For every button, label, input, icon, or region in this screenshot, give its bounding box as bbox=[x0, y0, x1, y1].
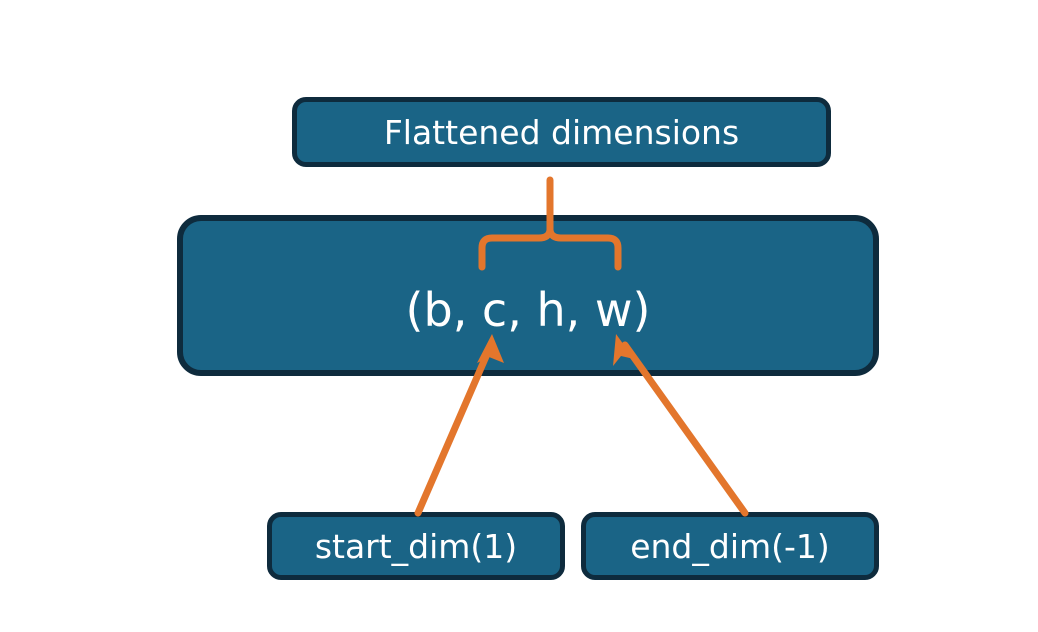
start-dim-label: start_dim(1) bbox=[314, 526, 518, 566]
end-dim-label: end_dim(-1) bbox=[630, 526, 830, 566]
tensor-shape-box[interactable]: (b, c, h, w) bbox=[177, 215, 879, 376]
tensor-shape-label: (b, c, h, w) bbox=[405, 282, 651, 337]
flattened-dimensions-box[interactable]: Flattened dimensions bbox=[292, 97, 831, 167]
flattened-dimensions-label: Flattened dimensions bbox=[383, 112, 740, 152]
start-dim-box[interactable]: start_dim(1) bbox=[267, 512, 565, 580]
end-dim-box[interactable]: end_dim(-1) bbox=[581, 512, 879, 580]
